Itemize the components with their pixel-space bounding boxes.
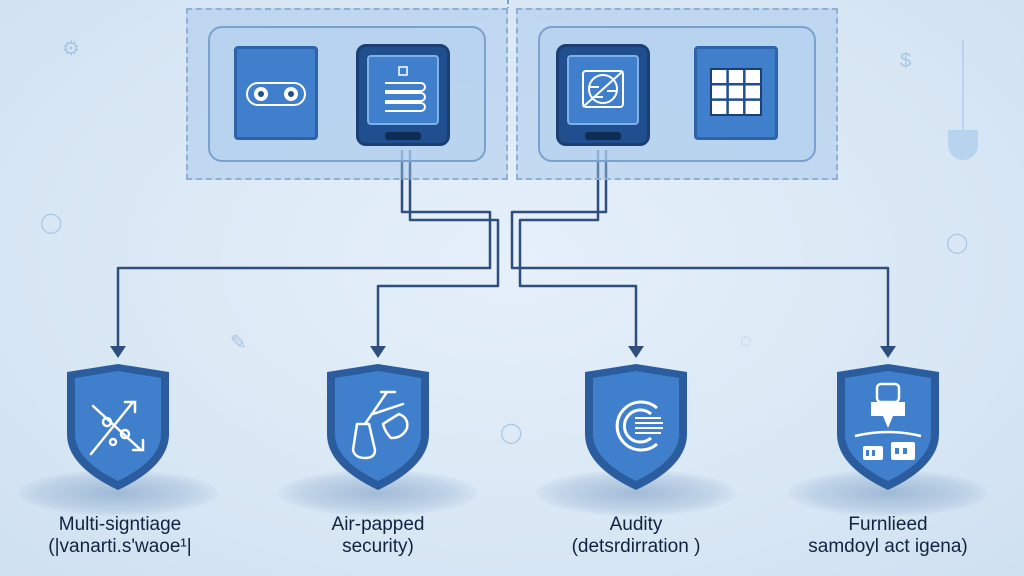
background-gear-icon: ⚙	[62, 38, 80, 60]
circular-audit-icon	[615, 400, 663, 452]
connector-right-inner	[518, 150, 638, 350]
device-tile-blocked	[556, 44, 650, 146]
background-circle-icon: ◌	[740, 330, 752, 352]
arrowhead-3	[628, 346, 644, 358]
background-pencil-icon: ✎	[230, 332, 247, 354]
background-circle-icon: ◯	[40, 212, 63, 234]
grid-panel-icon	[710, 68, 762, 116]
feature-label-audit: Audity (detsrdirration )	[516, 514, 756, 558]
device-tile-sensor	[234, 46, 318, 140]
feature-shield-audit	[581, 362, 691, 492]
background-circle-icon: ◯	[946, 232, 969, 254]
background-lamp-stem	[962, 40, 964, 132]
arrowhead-1	[110, 346, 126, 358]
feature-title: Multi-signtiage	[58, 514, 182, 535]
network-arrows-icon	[89, 400, 145, 456]
connector-left-outer	[116, 150, 492, 350]
stacked-layers-icon	[385, 66, 426, 112]
background-circle-icon: ◯	[500, 422, 523, 444]
arrowhead-2	[370, 346, 386, 358]
feature-title: Furnlieed	[848, 514, 928, 535]
device-tile-layers	[356, 44, 450, 146]
feature-title: Air-papped	[331, 514, 425, 535]
sensor-device-icon	[246, 82, 306, 106]
feature-shield-multisig	[63, 362, 173, 492]
device-tile-grid	[694, 46, 778, 140]
feature-subtitle: (|vanarti.s'waoe¹|	[48, 536, 192, 557]
feature-label-multisig: Multi-signtiage (|vanarti.s'waoe¹|	[0, 514, 240, 558]
feature-title: Audity	[609, 514, 663, 535]
feature-subtitle: security)	[342, 536, 414, 557]
feature-subtitle: (detsrdirration )	[571, 536, 701, 557]
arrowhead-4	[880, 346, 896, 358]
blocked-circuit-icon	[582, 70, 624, 108]
background-dollar-icon: $	[900, 50, 912, 72]
connector-left-inner	[376, 150, 500, 350]
hardware-vault-icon	[854, 382, 922, 460]
feature-label-airgapped: Air-papped security)	[258, 514, 498, 558]
feature-subtitle: samdoyl act igena)	[808, 536, 968, 557]
feature-shield-hardware	[833, 362, 943, 492]
feature-shield-airgapped	[323, 362, 433, 492]
background-lamp-icon	[948, 130, 978, 160]
feature-label-hardware: Furnlieed samdoyl act igena)	[768, 514, 1008, 558]
beaker-pipette-icon	[351, 390, 409, 460]
connector-right-outer	[510, 150, 890, 350]
